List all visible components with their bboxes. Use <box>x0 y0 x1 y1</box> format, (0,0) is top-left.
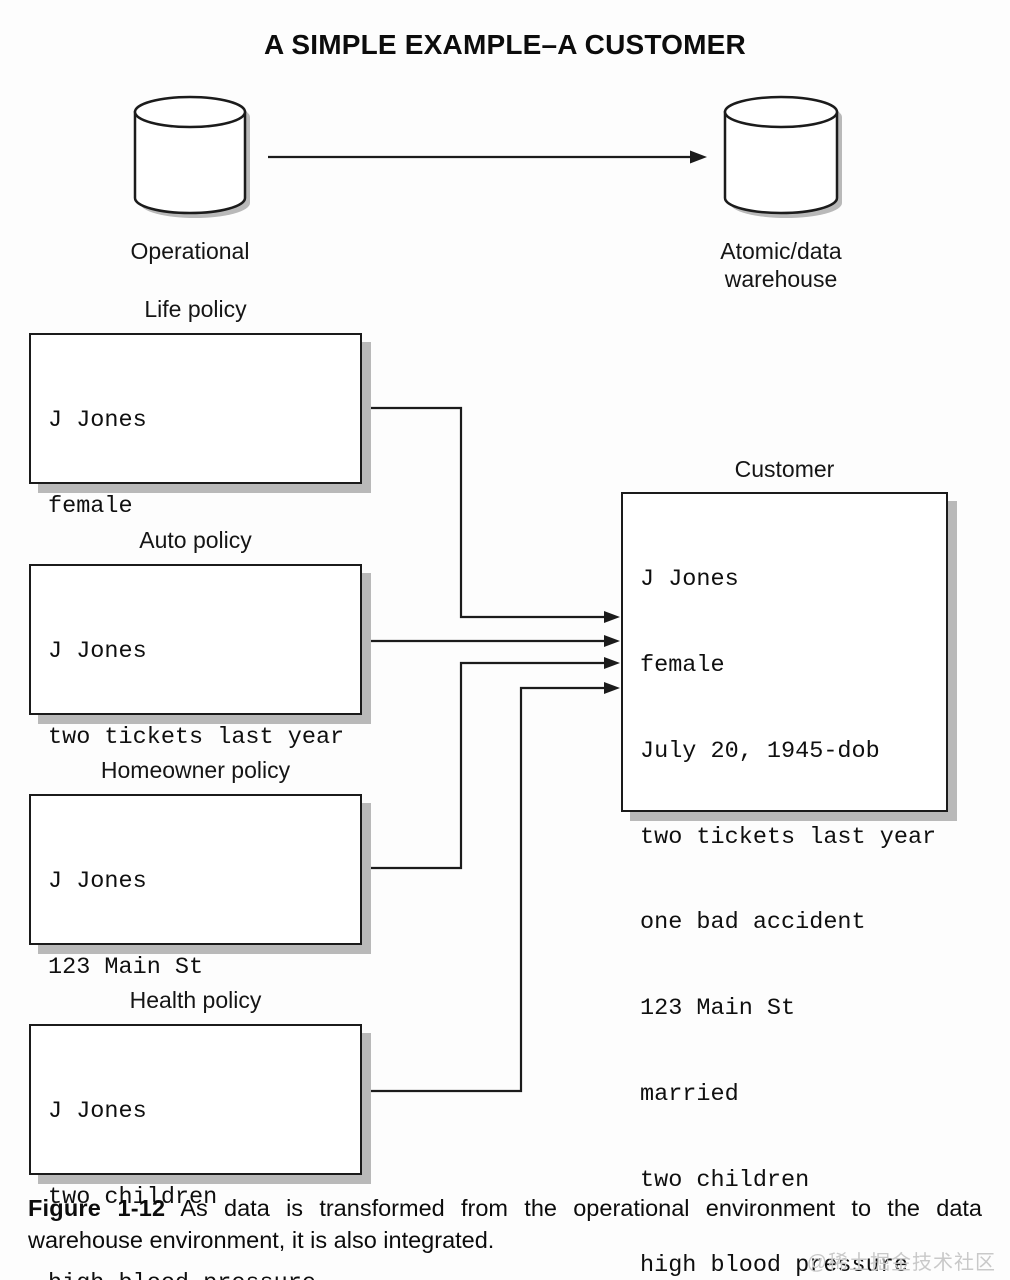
warehouse-label: Atomic/data warehouse <box>681 237 881 293</box>
record-line: high blood pressure <box>48 1270 360 1280</box>
customer-label: Customer <box>734 456 835 482</box>
record-line: two tickets last year <box>640 823 937 851</box>
homeowner-policy-box: J Jones 123 Main St married ............… <box>29 794 362 1159</box>
life-policy-label: Life policy <box>144 296 247 322</box>
homeowner-policy-connector-arrow <box>362 657 620 870</box>
caption-text-line2: warehouse environment, it is also integr… <box>28 1227 495 1253</box>
caption-text-line1: As data is transformed from the operatio… <box>165 1195 982 1221</box>
record-line: married <box>640 1080 739 1108</box>
cylinder-body <box>133 110 247 215</box>
homeowner-policy-label: Homeowner policy <box>100 757 291 783</box>
record-line: J Jones <box>48 1098 147 1126</box>
auto-policy-box: J Jones two tickets last year one bad ac… <box>29 564 362 929</box>
warehouse-label-line1: Atomic/data <box>720 238 842 264</box>
record-line: 123 Main St <box>640 995 796 1023</box>
operational-database-cylinder-icon <box>133 95 250 218</box>
record-line: two children <box>48 1183 218 1211</box>
caption-figure-number: Figure 1-12 <box>28 1195 166 1221</box>
health-policy-label: Health policy <box>129 987 262 1013</box>
record-line: two tickets last year <box>48 723 345 751</box>
operational-label: Operational <box>130 238 250 264</box>
auto-policy-connector-arrow <box>362 635 620 647</box>
record-line: 123 Main St <box>48 953 204 981</box>
record-line: two children <box>640 1166 810 1194</box>
figure-title: A SIMPLE EXAMPLE–A CUSTOMER <box>264 29 746 60</box>
customer-box: J Jones female July 20, 1945-dob two tic… <box>621 492 948 1279</box>
caption-line1: Figure 1-12 As data is transformed from … <box>28 1192 982 1224</box>
warehouse-label-line2: warehouse <box>724 266 838 292</box>
record-line: J Jones <box>640 566 739 594</box>
life-policy-box: J Jones female July 20, 1945 ...........… <box>29 333 362 698</box>
record-line: J Jones <box>48 868 147 896</box>
record-line: J Jones <box>48 638 147 666</box>
record-line: July 20, 1945-dob <box>640 737 880 765</box>
record-line: one bad accident <box>640 909 866 937</box>
record-line: female <box>48 492 133 520</box>
auto-policy-label: Auto policy <box>139 527 252 553</box>
cylinder-top <box>133 95 247 129</box>
record-line: J Jones <box>48 407 147 435</box>
record-line: high blood pressure <box>640 1252 908 1280</box>
health-policy-connector-arrow <box>362 682 620 1093</box>
health-policy-box: J Jones two children high blood pressure… <box>29 1024 362 1280</box>
watermark: @稀土掘金技术社区 <box>806 1252 996 1274</box>
record-line: female <box>640 651 725 679</box>
cylinder-body <box>723 110 839 215</box>
figure-caption: Figure 1-12 As data is transformed from … <box>28 1192 982 1256</box>
warehouse-database-cylinder-icon <box>723 95 842 218</box>
life-policy-connector-arrow <box>362 406 620 623</box>
cylinder-top <box>723 95 839 129</box>
operational-to-warehouse-arrow <box>268 150 707 164</box>
